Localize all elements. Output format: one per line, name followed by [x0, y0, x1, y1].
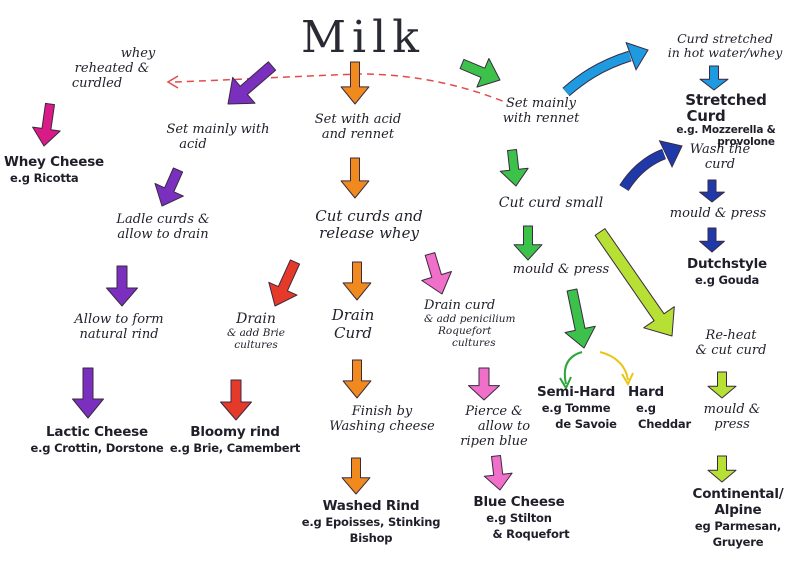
arrow-penicilium-to-pierce — [468, 367, 500, 401]
arrow-acidrennet-to-cut — [340, 157, 370, 199]
arrow-rind-to-lactic — [72, 367, 104, 419]
arrow-rennet-to-stretched-body — [563, 51, 632, 96]
semi-hard-connector-head — [559, 376, 572, 391]
reheat-cut-label: Re-heat & cut curd — [695, 328, 767, 358]
drain-curd-label: Drain Curd — [331, 306, 375, 342]
dashed-arrowhead — [166, 75, 179, 89]
mould-press-middle-label: mould & press — [512, 262, 610, 277]
semi-hard-connector — [563, 351, 583, 385]
bloomy-rind-result: Bloomy rind e.g Brie, Camembert — [169, 424, 301, 455]
dutchstyle-result: Dutchstyle e.g Gouda — [687, 256, 767, 287]
arrow-cutsmall-to-wash — [658, 140, 683, 168]
arrow-cut-to-drain — [342, 261, 372, 301]
natural-rind-label: Allow to form natural rind — [74, 312, 164, 342]
arrow-cut-to-penicilium — [421, 252, 452, 295]
mould-press-lower-label: mould & press — [703, 402, 761, 432]
blue-cheese-result: Blue Cheese e.g Stilton & Roquefort — [473, 494, 570, 541]
arrow-cut-small-to-mould — [513, 225, 543, 261]
arrow-milk-to-acid — [227, 61, 277, 105]
arrow-cutsmall-to-wash-body — [620, 149, 666, 191]
washed-rind-result: Washed Rind e.g Epoisses, Stinking Bisho… — [301, 498, 441, 545]
arrow-milk-to-rennet — [459, 58, 501, 88]
set-acid-rennet-label: Set with acid and rennet — [314, 112, 402, 142]
pierce-ripen-label: Pierce & allow to ripen blue — [460, 404, 531, 449]
arrow-mould-to-continental — [707, 455, 737, 483]
curd-stretched-label: Curd stretched in hot water/whey — [667, 31, 783, 60]
continental-alpine-result: Continental/ Alpine eg Parmesan, Gruyere — [692, 486, 784, 549]
diagram-title: Milk — [301, 12, 425, 63]
cut-curd-small-label: Cut curd small — [498, 195, 604, 211]
arrow-cut-small-to-reheat — [594, 228, 675, 337]
stretched-curd-result: Stretched Curd e.g. Mozzerella & provolo… — [676, 91, 776, 148]
drain-brie-label: Drain & add Brie cultures — [226, 311, 286, 352]
arrow-rennet-to-stretched — [625, 41, 649, 71]
arrow-whey-to-whey-cheese — [32, 102, 61, 147]
arrow-stretched-label-to-curd — [699, 65, 729, 91]
mould-press-right-label: mould & press — [669, 206, 767, 221]
finish-washing-label: Finish by Washing cheese — [329, 404, 435, 434]
cut-release-whey-label: Cut curds and release whey — [315, 207, 423, 242]
arrow-reheat-to-mould — [707, 371, 737, 399]
hard-connector-head — [621, 372, 634, 387]
ladle-curds-label: Ladle curds & allow to drain — [116, 212, 210, 242]
arrow-brie-to-bloomy — [220, 379, 252, 421]
arrow-pierce-to-blue — [483, 455, 513, 491]
arrow-milk-to-acid-rennet — [340, 61, 370, 105]
hard-connector — [599, 351, 629, 381]
wash-curd-label: Wash the curd — [689, 142, 751, 172]
arrow-mould-to-semi-hard — [564, 288, 596, 349]
arrow-rennet-to-cut-small — [499, 149, 529, 187]
arrow-drain-to-finish — [342, 359, 372, 399]
lactic-cheese-result: Lactic Cheese e.g Crottin, Dorstone — [30, 424, 164, 455]
semi-hard-result: Semi-Hard e.g Tomme de Savoie — [536, 384, 617, 431]
arrow-finish-to-washed — [341, 457, 371, 495]
set-mainly-rennet-label: Set mainly with rennet — [502, 96, 580, 126]
dashed-connector — [174, 73, 506, 103]
arrow-mould-to-dutch — [699, 227, 725, 253]
arrow-wash-to-mould — [699, 179, 725, 203]
arrow-acid-to-ladle — [154, 167, 184, 207]
arrow-ladle-to-rind — [106, 265, 138, 307]
whey-reheated-label: whey reheated & curdled — [71, 46, 156, 91]
set-mainly-acid-label: Set mainly with acid — [166, 122, 270, 152]
drain-penicilium-label: Drain curd & add penicilium Roquefort cu… — [424, 298, 516, 349]
arrow-cut-to-brie — [268, 259, 301, 307]
whey-cheese-result: Whey Cheese e.g Ricotta — [4, 154, 104, 185]
hard-result: Hard e.g Cheddar — [628, 384, 691, 431]
